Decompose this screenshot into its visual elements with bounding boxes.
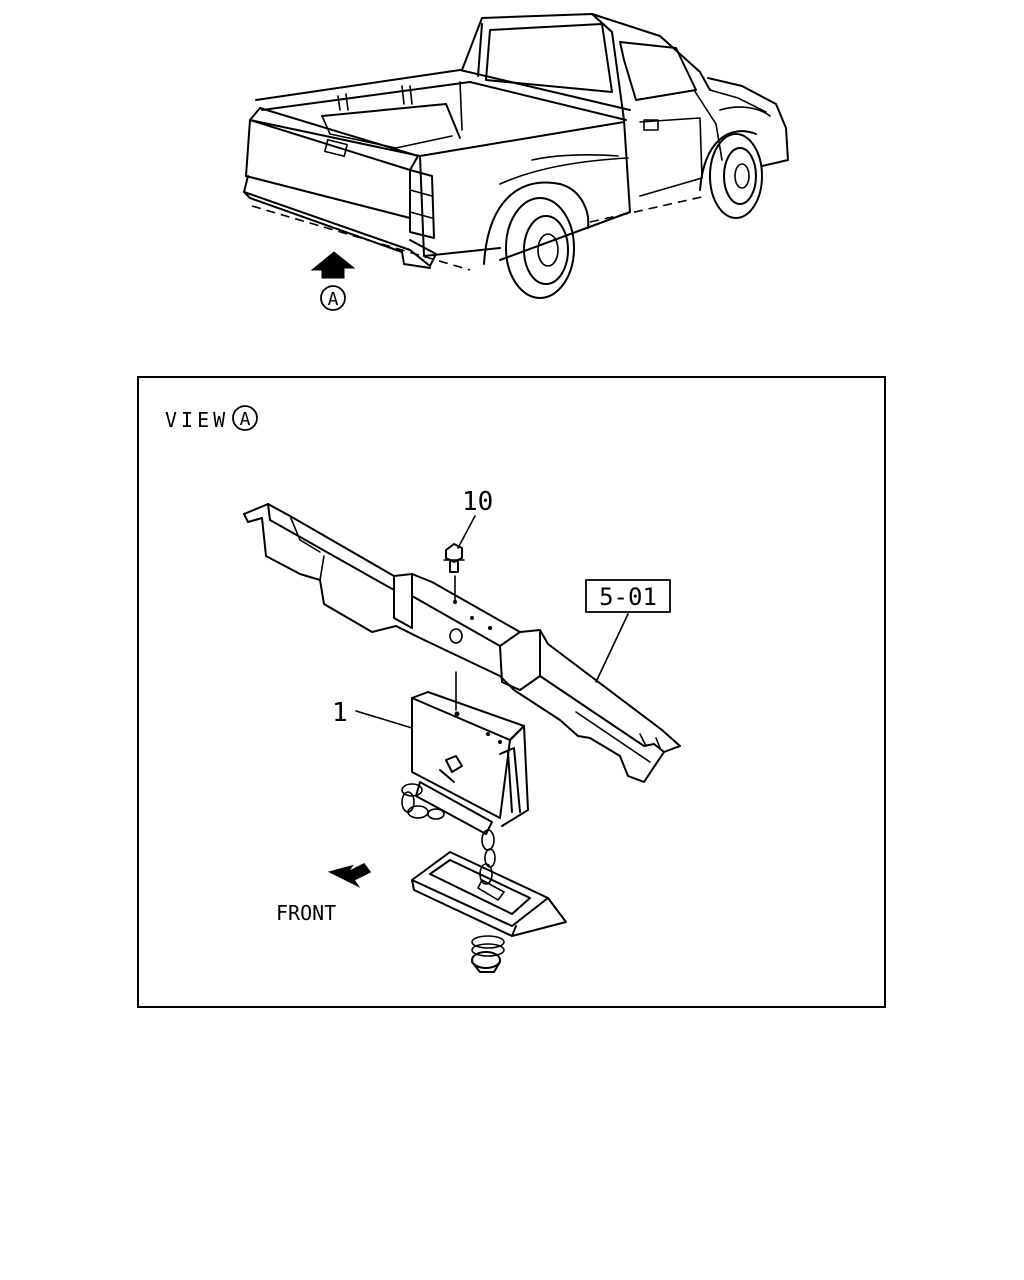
- marker-circle: [320, 285, 346, 311]
- front-label: FRONT: [276, 901, 336, 925]
- marker-circle: [232, 405, 258, 431]
- view-marker-letter: A: [240, 409, 251, 430]
- view-heading: VIEW A: [165, 405, 258, 432]
- view-a-marker-truck: A: [320, 285, 346, 311]
- marker-letter: A: [328, 289, 339, 310]
- leader-line-part-10: [457, 515, 476, 549]
- leader-line-part-1: [355, 710, 413, 729]
- bolt-part-10: [443, 543, 465, 603]
- callout-part-1: 1: [332, 698, 348, 728]
- front-arrow-icon: [327, 863, 372, 888]
- view-label: VIEW: [165, 408, 229, 432]
- detail-frame: [137, 376, 886, 1008]
- callout-part-10: 10: [462, 487, 493, 517]
- callout-reference: 5-01: [599, 583, 657, 611]
- reference-box: [585, 579, 671, 613]
- front-direction-indicator: FRONT: [276, 863, 372, 925]
- pickup-truck-illustration: [243, 13, 789, 299]
- leader-line-reference: [595, 613, 629, 683]
- spare-tire-carrier-part-1: [401, 671, 567, 973]
- view-direction-arrow: [310, 251, 356, 279]
- frame-crossmember: [243, 503, 681, 783]
